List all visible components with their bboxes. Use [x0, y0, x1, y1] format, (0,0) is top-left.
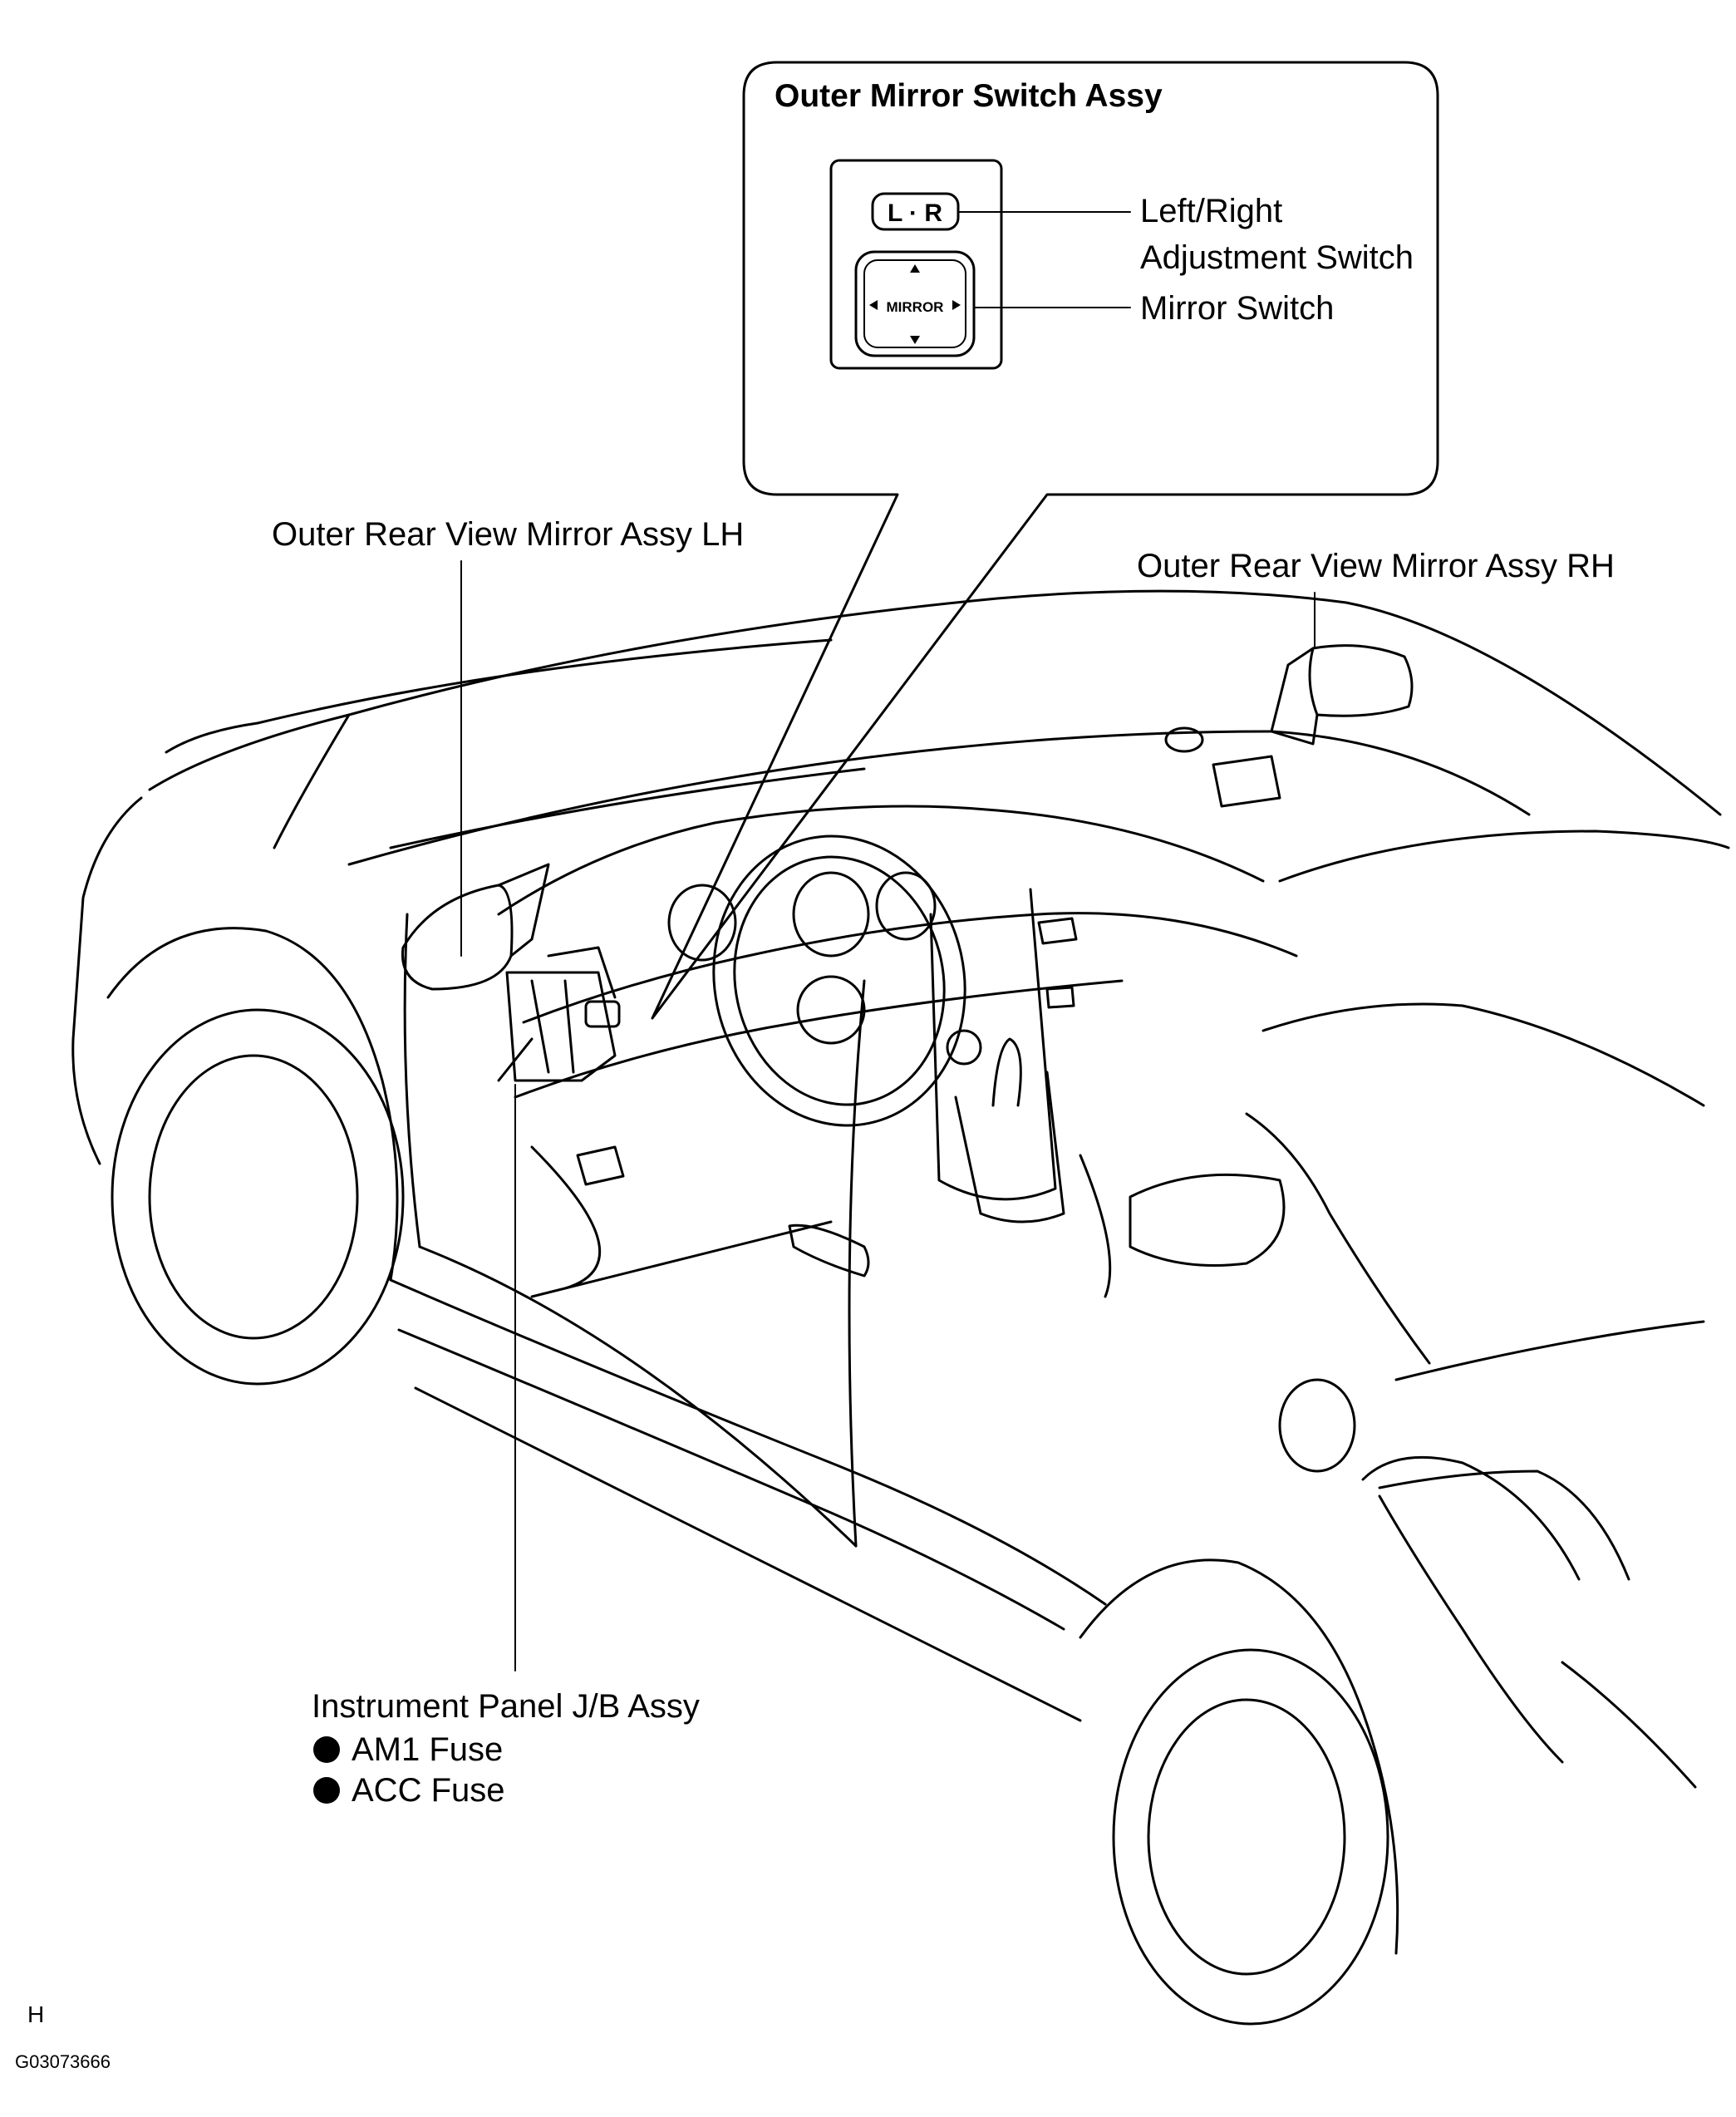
label-jb-assy: Instrument Panel J/B Assy [312, 1688, 700, 1725]
callout-box-outline [651, 61, 1439, 1020]
label-mirror-switch: Mirror Switch [1140, 290, 1334, 327]
label-mirror-rh: Outer Rear View Mirror Assy RH [1137, 548, 1615, 584]
car-illustration [71, 589, 1730, 2026]
arrow-down-icon [910, 336, 920, 344]
footer-code: G03073666 [15, 2051, 111, 2072]
bullet-dot-icon [313, 1777, 340, 1804]
bullet-dot-icon [313, 1736, 340, 1763]
label-lr-line1: Left/Right [1140, 193, 1282, 229]
label-mirror-lh: Outer Rear View Mirror Assy LH [272, 516, 744, 553]
label-fuse-1: AM1 Fuse [352, 1731, 503, 1768]
callout-outer-mirror-switch: Outer Mirror Switch Assy L · R MIRROR Le… [651, 61, 1439, 1020]
switch-panel [829, 159, 1003, 370]
mirror-switch [854, 250, 976, 357]
arrow-left-icon [869, 300, 878, 310]
label-fuse-2: ACC Fuse [352, 1772, 505, 1809]
arrow-up-icon [910, 264, 920, 273]
label-lr-line2: Adjustment Switch [1140, 239, 1414, 276]
lr-switch-text: L · R [888, 199, 942, 227]
arrow-right-icon [952, 300, 961, 310]
footer-marker: H [27, 2001, 44, 2027]
mirror-switch-text: MIRROR [887, 299, 944, 315]
callout-title: Outer Mirror Switch Assy [775, 78, 1163, 114]
